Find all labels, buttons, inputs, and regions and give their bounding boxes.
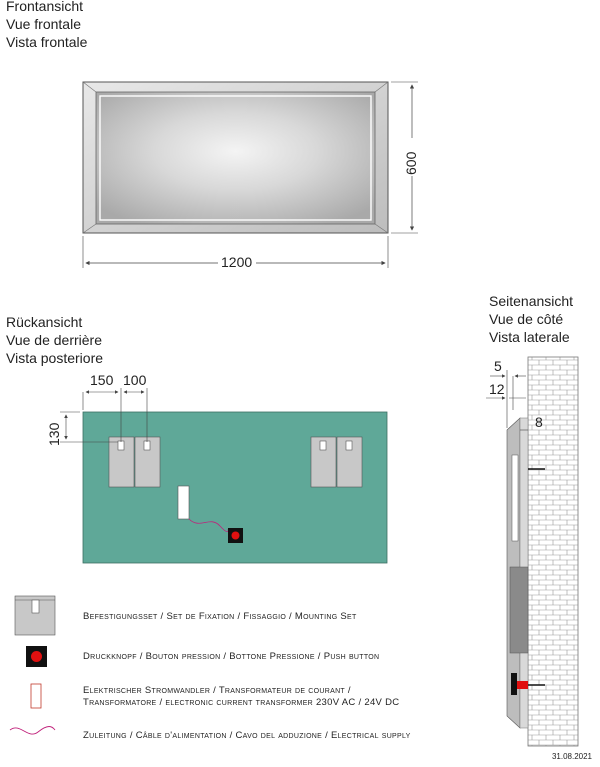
rear-dim-spacing: 100 <box>123 372 147 388</box>
rear-view-title-it: Vista posteriore <box>6 350 104 366</box>
side-dim-b: 12 <box>489 381 505 397</box>
side-view-title-de: Seitenansicht <box>489 293 574 309</box>
side-view-title-fr: Vue de côté <box>489 311 564 327</box>
side-dim-c: 8 <box>535 414 543 430</box>
legend-transformer-label-2: Transformatore / electronic current tran… <box>83 697 400 708</box>
rear-dim-left: 150 <box>90 372 114 388</box>
legend-supply-icon <box>9 726 56 735</box>
rear-view-title-fr: Vue de derrière <box>6 332 102 348</box>
front-width-dimension <box>82 236 389 268</box>
front-mirror <box>82 81 389 234</box>
front-view-title-it: Vista frontale <box>6 34 88 50</box>
legend-mounting-set-icon <box>14 595 56 636</box>
front-view-title-de: Frontansicht <box>6 0 84 14</box>
side-dim-a: 5 <box>494 358 502 374</box>
front-height-label: 600 <box>403 151 419 175</box>
legend-push-button-label: Druckknopf / Bouton pression / Bottone P… <box>83 651 380 662</box>
side-view-wall <box>527 356 579 747</box>
side-view-title-it: Vista laterale <box>489 329 570 345</box>
legend-transformer-icon <box>30 683 42 709</box>
drawing-date: 31.08.2021 <box>551 752 592 761</box>
rear-view-title-de: Rückansicht <box>6 314 83 330</box>
legend-transformer-label-1: Elektrischer Stromwandler / Transformate… <box>83 685 351 696</box>
rear-dim-top: 130 <box>46 422 62 446</box>
side-view-dimensions <box>486 370 528 431</box>
front-height-dimension <box>391 81 418 234</box>
front-width-label: 1200 <box>221 254 253 270</box>
legend-supply-label: Zuleitung / Câble d'alimentation / Cavo … <box>83 730 411 741</box>
side-view-mirror <box>506 417 545 729</box>
legend-mounting-set-label: Befestigungsset / Set de Fixation / Fiss… <box>83 611 357 622</box>
rear-panel <box>82 411 388 564</box>
rear-dimensions <box>60 388 148 443</box>
front-view-title-fr: Vue frontale <box>6 16 81 32</box>
legend-push-button-icon <box>26 646 47 667</box>
